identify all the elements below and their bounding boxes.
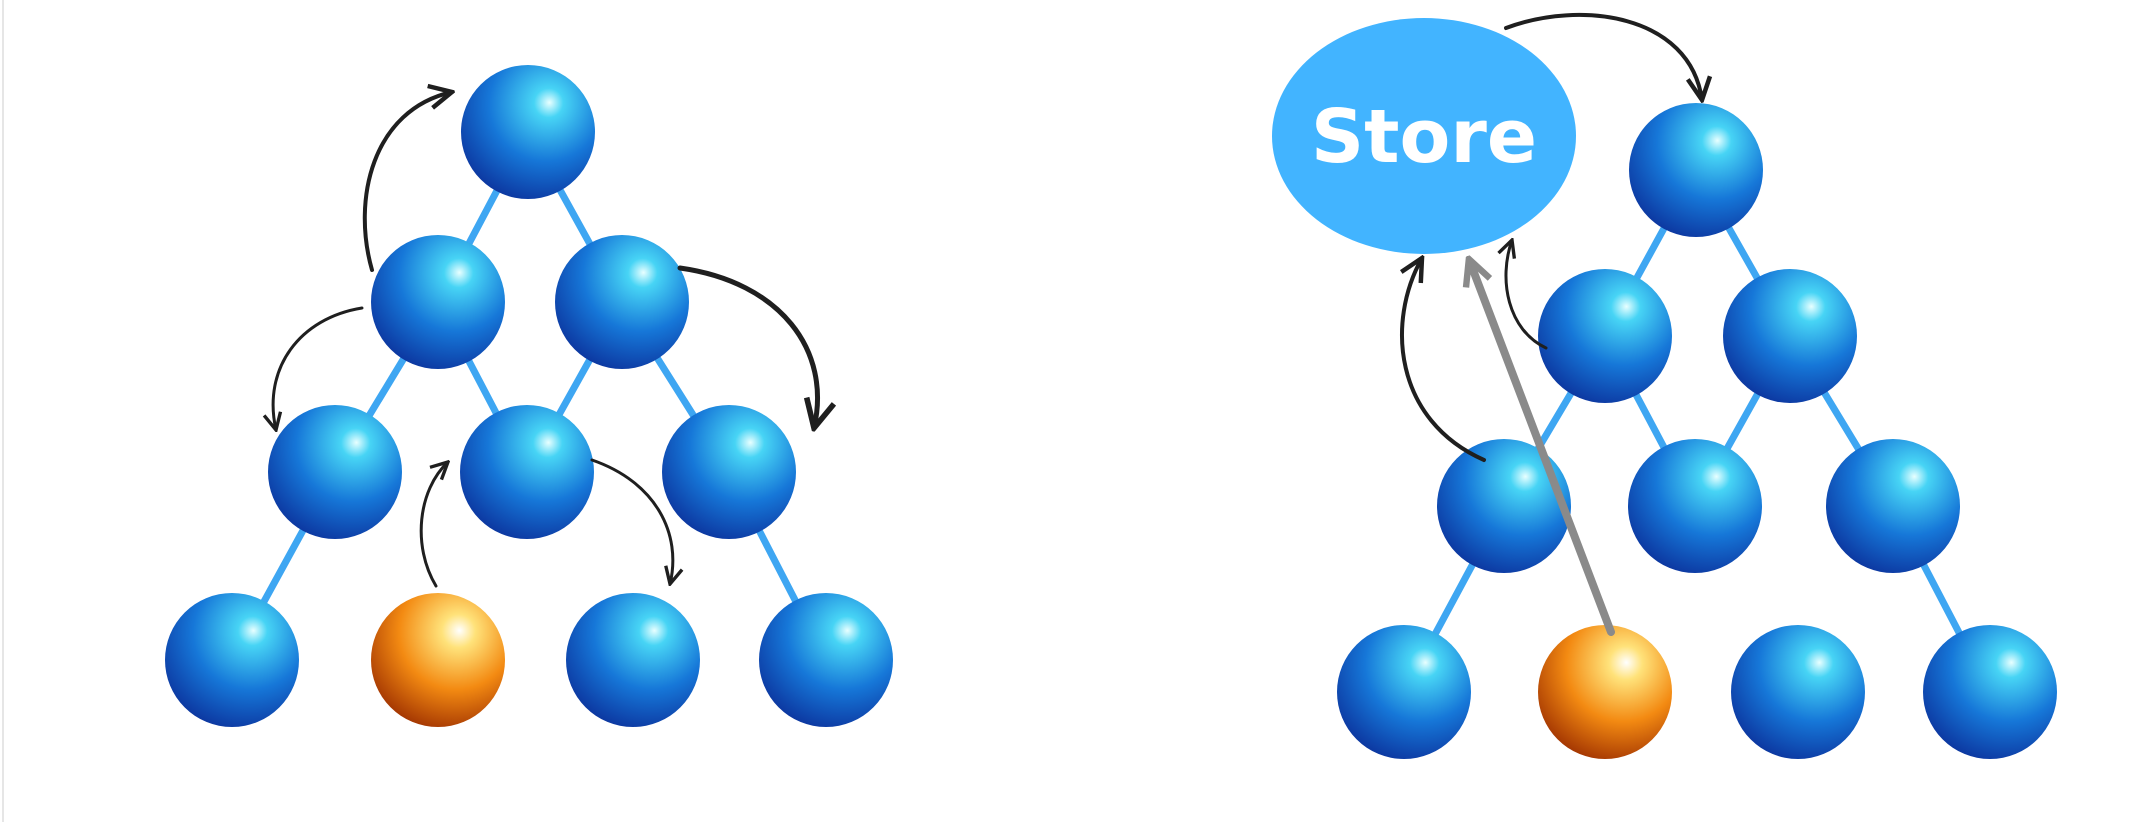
node-blue bbox=[759, 593, 893, 727]
node-blue bbox=[371, 235, 505, 369]
node-blue bbox=[555, 235, 689, 369]
arrow-up-to-root bbox=[362, 92, 452, 272]
node-blue bbox=[460, 405, 594, 539]
node-blue bbox=[1629, 103, 1763, 237]
node-blue bbox=[1437, 439, 1571, 573]
right-tree bbox=[1337, 103, 2057, 759]
store-ellipse bbox=[1272, 18, 1576, 254]
node-blue bbox=[566, 593, 700, 727]
arrow-child-to-store bbox=[1506, 240, 1548, 350]
right-tree-edges bbox=[1400, 166, 1994, 696]
node-blue bbox=[1337, 625, 1471, 759]
node-blue bbox=[1538, 269, 1672, 403]
node-blue bbox=[165, 593, 299, 727]
node-blue bbox=[1628, 439, 1762, 573]
node-blue bbox=[461, 65, 595, 199]
node-orange-changed bbox=[371, 593, 505, 727]
arrow-down-to-sibling bbox=[590, 458, 673, 584]
node-blue bbox=[1723, 269, 1857, 403]
store-label: Store bbox=[1311, 94, 1537, 180]
arrow-up-from-orange bbox=[419, 462, 448, 588]
arrow-down-left bbox=[273, 306, 364, 430]
node-blue bbox=[1826, 439, 1960, 573]
node-blue bbox=[1923, 625, 2057, 759]
arrow-down-right bbox=[677, 265, 818, 428]
arrow-orange-to-store bbox=[1470, 262, 1615, 636]
left-tree bbox=[165, 65, 893, 727]
right-tree-arrows bbox=[1399, 12, 1702, 636]
arrow-node-to-store bbox=[1399, 258, 1486, 462]
left-tree-arrows bbox=[273, 92, 817, 586]
left-tree-edges bbox=[228, 128, 830, 664]
node-blue bbox=[268, 405, 402, 539]
node-orange-changed bbox=[1538, 625, 1672, 759]
node-blue bbox=[662, 405, 796, 539]
node-blue bbox=[1731, 625, 1865, 759]
store: Store bbox=[1272, 18, 1576, 254]
arrow-store-to-root bbox=[1504, 12, 1702, 100]
